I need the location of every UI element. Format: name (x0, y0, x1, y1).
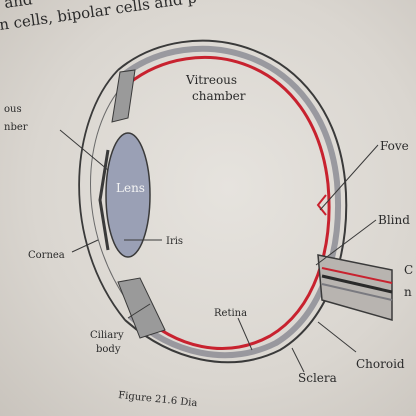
retina-layer (127, 55, 331, 350)
retina-leader (237, 317, 253, 351)
label-sclera: Sclera (298, 371, 337, 385)
ciliary-leader (127, 303, 151, 319)
choroid-band (120, 45, 341, 358)
blind-leader (315, 219, 377, 266)
label-iris: Iris (166, 236, 183, 247)
ciliary-bottom (117, 277, 166, 339)
label-vitreous-1: Vitreous (185, 73, 237, 87)
sclera-leader (291, 347, 305, 373)
label-fovea: Fove (380, 139, 409, 153)
label-right-n: n (404, 285, 412, 299)
figure-caption: Figure 21.6 Dia (118, 390, 198, 409)
choroid-leader (317, 321, 357, 353)
cornea-leader (71, 239, 99, 253)
cornea-shape (78, 69, 126, 321)
label-vitreous-2: chamber (192, 89, 246, 103)
label-aqueous-2: nber (4, 122, 28, 133)
cornea-inner (90, 83, 133, 309)
sclera-outline (117, 39, 348, 364)
lens-shape (105, 132, 151, 258)
label-retina: Retina (214, 308, 247, 319)
label-cornea: Cornea (28, 250, 65, 261)
label-right-c: C (404, 263, 413, 277)
optic-grey-line (321, 283, 393, 301)
label-lens: Lens (116, 181, 145, 195)
optic-red-line (321, 267, 393, 284)
label-choroid: Choroid (356, 357, 405, 371)
iris-shape (98, 149, 110, 251)
fovea-leader (319, 144, 379, 211)
label-ciliary-1: Ciliary (90, 330, 124, 341)
ciliary-top (111, 69, 136, 123)
optic-dark-line (321, 274, 393, 294)
label-aqueous-1: ous (4, 104, 22, 115)
label-ciliary-2: body (96, 344, 121, 355)
aqueous-leader (59, 129, 109, 171)
top-text-line1: and (3, 0, 34, 12)
optic-nerve (317, 254, 393, 321)
label-blind: Blind (378, 213, 410, 227)
fovea-notch (316, 194, 327, 216)
